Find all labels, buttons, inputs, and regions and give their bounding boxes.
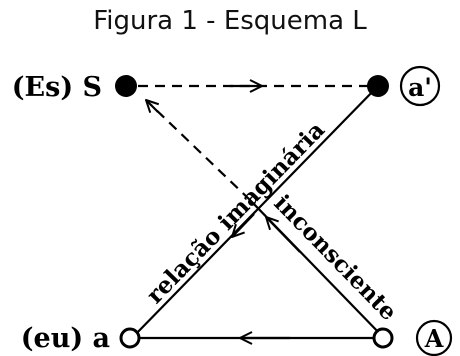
node-eu-a-dot bbox=[119, 327, 141, 349]
label-es-s: (Es) S bbox=[12, 72, 102, 103]
edge-unconscious-dashed-arrow bbox=[146, 100, 158, 112]
label-a-prime: a' bbox=[408, 73, 432, 102]
node-a-prime-dot bbox=[367, 75, 389, 97]
label-big-a: A bbox=[424, 324, 444, 353]
node-s-dot bbox=[115, 75, 137, 97]
label-eu-a: (eu) a bbox=[21, 323, 110, 354]
edge-imaginary bbox=[131, 85, 379, 339]
node-big-a-dot bbox=[372, 327, 394, 349]
figure-title: Figura 1 - Esquema L bbox=[93, 6, 367, 36]
label-unconscious: inconsciente bbox=[269, 190, 403, 326]
edge-imaginary-arrow bbox=[232, 213, 255, 237]
big-a-ring bbox=[415, 319, 453, 356]
a-prime-ring bbox=[399, 65, 441, 107]
edge-unconscious-dashed bbox=[149, 103, 251, 201]
edge-unconscious-solid-arrow bbox=[266, 217, 301, 253]
